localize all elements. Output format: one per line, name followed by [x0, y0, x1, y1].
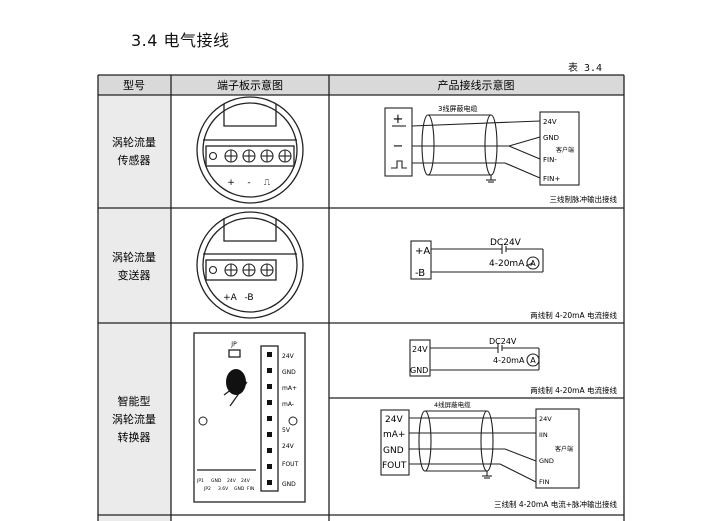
svg-text:3.6V: 3.6V — [218, 486, 229, 492]
row1-model-line1: 涡轮流量 — [112, 135, 156, 149]
row2-wiring-diagram — [410, 240, 544, 280]
row3-model-line1: 智能型 — [118, 394, 151, 408]
svg-text:FOUT: FOUT — [282, 461, 299, 468]
header-terminal: 端子板示意图 — [217, 78, 283, 92]
svg-text:JP1: JP1 — [196, 478, 204, 484]
svg-text:FIN: FIN — [247, 486, 254, 492]
row3-sub1-wiring-diagram — [409, 339, 540, 377]
svg-text:24V: 24V — [241, 478, 251, 484]
row1-terminal-board — [196, 96, 304, 204]
row3-sub1-caption: 两线制 4-20mA 电流接线 — [530, 385, 617, 395]
row3-sub1-ammeter: A — [530, 356, 536, 365]
row3-sub1-term-gnd: GND — [410, 366, 428, 375]
row3-sub2-cable-label: 4线屏蔽电缆 — [434, 400, 471, 409]
table-header-bg — [98, 75, 624, 95]
row3-sub2-left-ma: mA+ — [383, 430, 405, 440]
header-model: 型号 — [123, 78, 145, 92]
row2-terminal-screws — [208, 263, 274, 277]
row3-sub1-dc-label: DC24V — [489, 337, 517, 346]
svg-text:GND: GND — [211, 478, 222, 484]
row3-sub1-ma-label: 4-20mA — [493, 356, 525, 365]
row1-client-label: 客户端 — [556, 146, 574, 154]
row3-mount-hole-right — [288, 416, 298, 426]
row2-ammeter: A — [530, 259, 536, 268]
row1-terminal-label-plus: + — [227, 178, 235, 188]
row2-left-term-a: +A — [415, 246, 430, 257]
row3-board-bottom-labels: JP1 JP2 GND 3.6V 24V GND 24V FIN — [196, 478, 254, 492]
row2-ma-label: 4-20mA — [489, 259, 525, 269]
svg-text:GND: GND — [282, 369, 296, 376]
row1-right-term-finminus: FIN- — [543, 156, 557, 164]
table-grid — [97, 74, 625, 521]
row2-model-line2: 变送器 — [118, 268, 151, 282]
row1-wiring-diagram — [384, 107, 580, 186]
row1-terminal-label-pulse: ⎍ — [264, 178, 271, 188]
row1-left-term-plus: + — [393, 112, 404, 127]
header-wiring: 产品接线示意图 — [438, 78, 515, 92]
row3-sub2-left-gnd: GND — [383, 446, 404, 456]
section-title: 3.4 电气接线 — [131, 31, 230, 50]
row1-right-term-24v: 24V — [543, 118, 557, 126]
row2-caption: 两线制 4-20mA 电流接线 — [530, 310, 617, 320]
row2-model-line1: 涡轮流量 — [112, 250, 156, 264]
row1-right-term-finplus: FIN+ — [543, 175, 560, 183]
table-number: 表 3.4 — [568, 63, 603, 74]
row3-board-component — [226, 369, 246, 395]
row1-terminal-label-minus: - — [247, 178, 250, 188]
row3-board-terminals — [267, 352, 272, 485]
row1-left-term-minus: − — [393, 139, 404, 154]
svg-text:GND: GND — [282, 481, 296, 488]
model-column-bg — [98, 95, 171, 521]
row1-right-term-gnd: GND — [543, 134, 559, 142]
row3-mount-hole-left — [198, 416, 208, 426]
row1-terminal-screws — [208, 149, 292, 163]
row3-model-line2: 涡轮流量 — [112, 412, 156, 426]
row3-sub2-right-fin: FIN — [539, 478, 550, 486]
row2-terminal-board — [196, 211, 304, 319]
row3-sub2-caption: 三线制 4-20mA 电流+脉冲输出接线 — [494, 499, 618, 509]
svg-text:5V: 5V — [282, 427, 291, 434]
row3-sub2-left-24v: 24V — [385, 415, 403, 425]
row3-sub2-wiring-diagram — [380, 408, 580, 489]
svg-text:mA+: mA+ — [282, 385, 297, 392]
row3-sub2-right-gnd: GND — [539, 457, 554, 465]
svg-text:24V: 24V — [282, 353, 295, 360]
row3-sub1-term-24v: 24V — [412, 345, 428, 354]
row3-model-line3: 转换器 — [118, 430, 151, 444]
svg-text:GND: GND — [234, 486, 245, 492]
svg-text:mA-: mA- — [282, 401, 294, 408]
row1-cable-label: 3线屏蔽电缆 — [438, 104, 477, 113]
svg-text:24V: 24V — [227, 478, 237, 484]
svg-text:24V: 24V — [282, 443, 295, 450]
row3-sub2-client-label: 客户端 — [555, 445, 573, 453]
row2-dc-label: DC24V — [490, 238, 522, 248]
row3-board-top-label: JP — [230, 341, 237, 348]
row2-left-term-b: -B — [415, 268, 425, 279]
row3-sub2-right-iin: IIN — [539, 431, 548, 439]
row3-sub2-left-fout: FOUT — [382, 461, 407, 471]
row2-terminal-label-a: +A — [223, 293, 238, 303]
row2-terminal-label-b: -B — [244, 293, 253, 303]
row3-board-side-labels: 24V GND mA+ mA- 5V 24V FOUT GND — [282, 353, 299, 488]
row1-model-line2: 传感器 — [118, 154, 151, 167]
row1-caption: 三线制脉冲输出接线 — [550, 194, 618, 204]
svg-text:JP2: JP2 — [203, 486, 211, 492]
row3-sub2-right-24v: 24V — [539, 415, 552, 423]
